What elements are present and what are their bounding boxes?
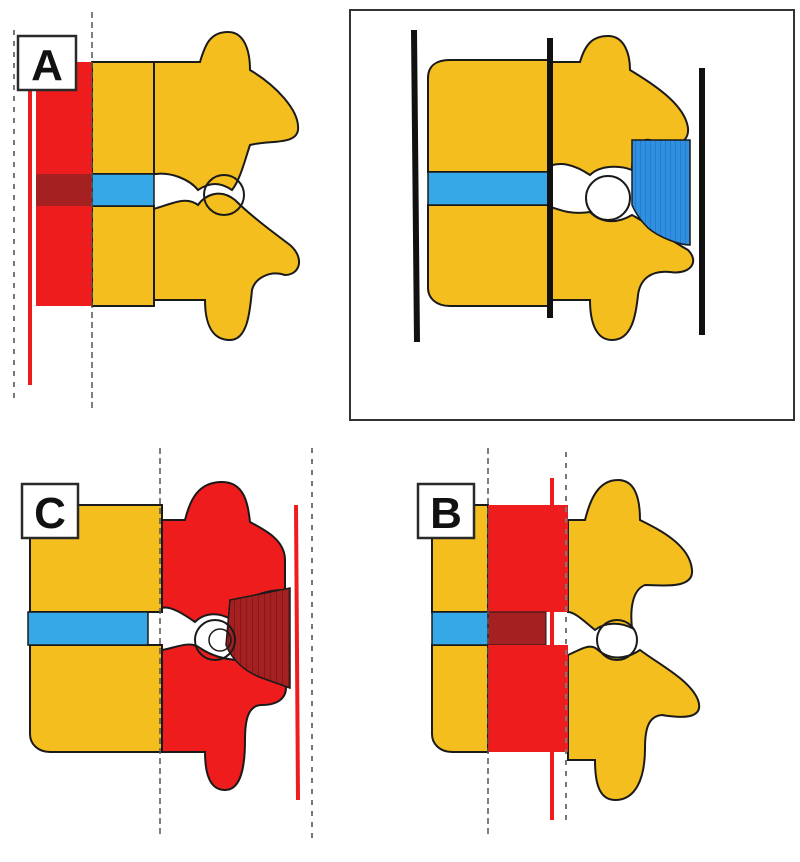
red-column-line (294, 504, 300, 801)
intervertebral-disc (91, 173, 155, 207)
panel-b: B (416, 448, 701, 838)
intervertebral-disc (427, 171, 549, 206)
intervertebral-disc (27, 611, 149, 646)
posterior-element-injury-upper (161, 480, 286, 624)
middle-column-injury-lower (488, 645, 568, 752)
vertebral-body-upper (427, 59, 549, 173)
panel-label-box-c (20, 482, 80, 540)
posterior-ligament-injury (225, 587, 291, 690)
facet-joint (596, 619, 638, 661)
posterior-element-upper (149, 30, 300, 192)
anterior-column-injury-lower (36, 206, 92, 306)
facet-joint-inner (208, 628, 232, 652)
panel-label-a: A (31, 41, 63, 90)
panel-label-box-a (16, 34, 78, 92)
vertebral-body-lower (427, 204, 549, 307)
panel-normal (349, 9, 795, 421)
posterior-element-lower (567, 645, 701, 802)
facet-joint (585, 175, 631, 221)
vertebral-body-lower (431, 644, 489, 753)
panel-frame (349, 9, 795, 421)
panel-label-box-b (416, 482, 476, 540)
anterior-column-line (411, 29, 420, 343)
posterior-element-injury-lower (161, 643, 287, 792)
posterior-element-upper (567, 478, 694, 632)
anterior-column-injury-disc (36, 174, 92, 206)
panel-label-b: B (430, 489, 462, 538)
panel-label-c: C (34, 489, 66, 538)
vertebral-body-lower (29, 644, 163, 753)
intervertebral-disc (431, 611, 489, 646)
vertebral-body-upper (91, 61, 155, 175)
facet-joint (194, 619, 236, 661)
middle-column-injury-disc (487, 611, 547, 646)
vertebral-body-lower (91, 205, 155, 307)
panel-a: A (13, 12, 300, 410)
middle-column-injury-upper (488, 505, 568, 612)
panel-c: C (20, 448, 313, 838)
facet-joint (203, 174, 245, 216)
posterior-ligament (631, 139, 691, 246)
posterior-element-lower (149, 192, 300, 342)
